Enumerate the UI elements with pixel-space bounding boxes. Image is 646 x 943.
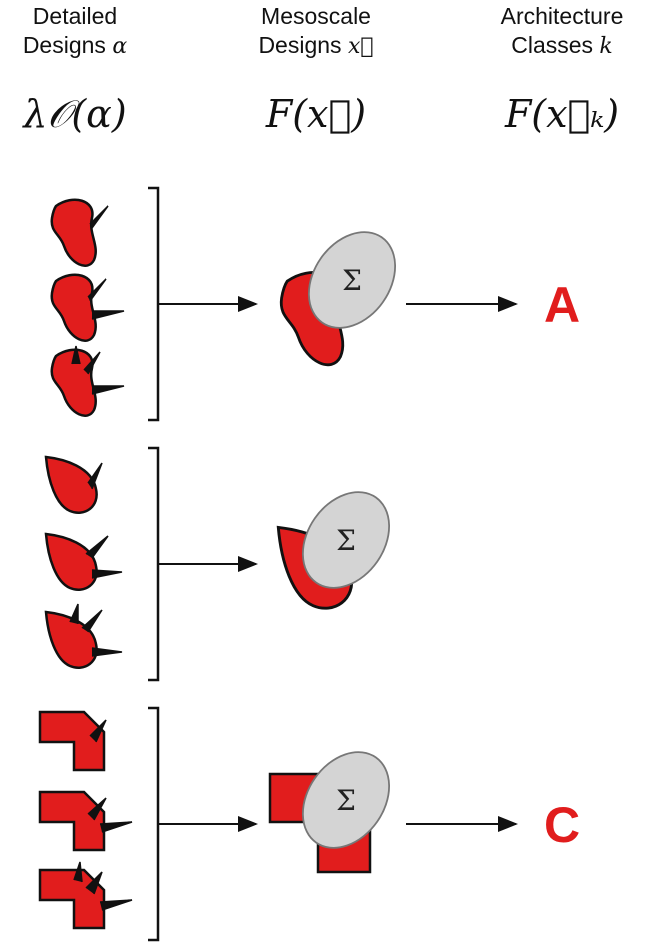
blob-design-1 (50, 198, 109, 267)
group-2-detailed-shapes (44, 455, 123, 669)
lshape-design-3 (38, 861, 133, 930)
header-architecture-line2: Classes k (511, 32, 613, 59)
k-symbol: k (599, 34, 613, 59)
formula-mesoscale: F(x⃗) (265, 92, 367, 136)
lshape-design-2 (38, 790, 133, 852)
sum-ellipse-1: Σ (307, 231, 397, 329)
formula-class: F(x⃗ₖ) (504, 92, 620, 136)
header-detailed-line1: Detailed (32, 3, 118, 29)
formula-objective: λ𝒪(α) (23, 92, 127, 136)
header-detailed-designs: Detailed Designs α (0, 2, 150, 61)
teardrop-design-1 (44, 455, 103, 514)
teardrop-design-3 (44, 603, 123, 669)
header-architecture-classes: Architecture Classes k (478, 2, 646, 61)
header-mesoscale-line2: Designs x⃗ (258, 32, 374, 59)
class-label-a: A (544, 277, 581, 333)
alpha-symbol: α (112, 34, 128, 59)
header-mesoscale-designs: Mesoscale Designs x⃗ (236, 2, 396, 61)
blob-design-3 (50, 345, 125, 417)
teardrop-design-2 (44, 532, 123, 591)
sum-ellipse-2: Σ (301, 491, 391, 589)
bracket-group-2 (148, 446, 160, 682)
bracket-group-1 (148, 186, 160, 422)
sum-ellipse-3: Σ (301, 751, 391, 849)
sum-symbol-2: Σ (336, 524, 356, 557)
lshape-design-1 (38, 710, 107, 772)
sum-symbol-3: Σ (336, 784, 356, 817)
blob-design-2 (50, 273, 125, 342)
group-3-detailed-shapes (38, 710, 133, 930)
group-1-detailed-shapes (50, 198, 125, 417)
header-detailed-line2: Designs α (22, 32, 128, 59)
x-vector-symbol: x⃗ (347, 34, 374, 59)
sum-symbol-1: Σ (342, 264, 362, 297)
bracket-group-3 (148, 706, 160, 942)
header-architecture-line1: Architecture (500, 3, 624, 29)
class-label-c: C (544, 797, 581, 853)
header-mesoscale-line1: Mesoscale (261, 3, 371, 29)
